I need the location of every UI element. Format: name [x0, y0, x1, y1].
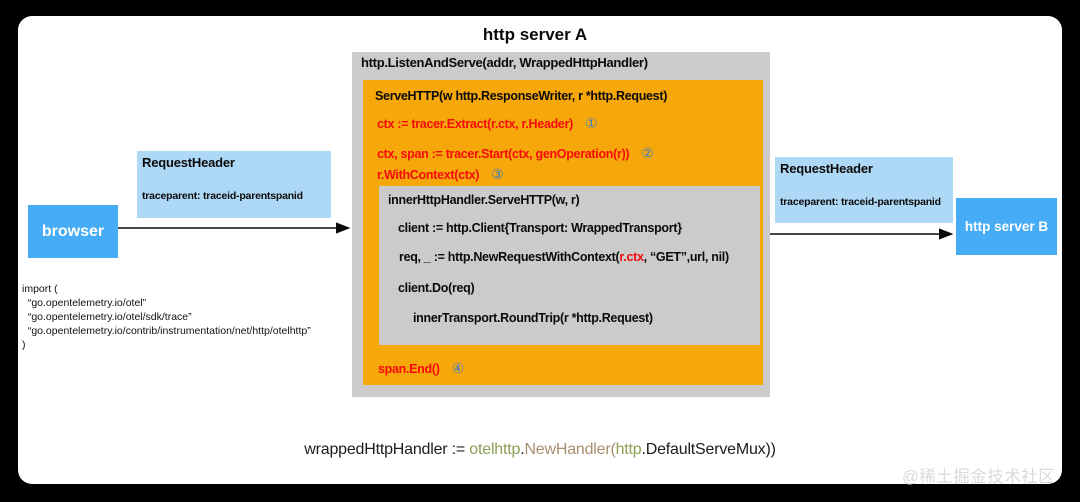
with-context-text: r.WithContext(ctx) [377, 168, 480, 182]
serve-http-code: ServeHTTP(w http.ResponseWriter, r *http… [375, 89, 668, 103]
inner-handler-box [379, 186, 760, 345]
go-import-block: import ( “go.opentelemetry.io/otel” “go.… [22, 282, 311, 352]
import-line-otelhttp: “go.opentelemetry.io/contrib/instrumenta… [22, 325, 311, 337]
client-do-code: client.Do(req) [398, 281, 475, 295]
wrapped-handler-assign: wrappedHttpHandler := [304, 441, 470, 458]
default-serve-mux: .DefaultServeMux)) [641, 441, 776, 458]
browser-label: browser [41, 222, 105, 240]
request-header-right-box: RequestHeader traceparent: traceid-paren… [775, 157, 953, 223]
new-handler-call: NewHandler( [524, 441, 616, 458]
trace-extract-code: ctx := tracer.Extract(r.ctx, r.Header) ① [377, 115, 598, 132]
span-end-text: span.End() [378, 362, 440, 376]
dot-separator: . [520, 441, 525, 458]
http-server-b-label: http server B [964, 219, 1049, 234]
juejin-watermark: @稀土掘金技术社区 [902, 468, 1056, 486]
wrapped-handler-code: wrappedHttpHandler := otelhttp.NewHandle… [0, 441, 1080, 459]
trace-start-code: ctx, span := tracer.Start(ctx, genOperat… [377, 145, 654, 162]
with-context-code: r.WithContext(ctx) ③ [377, 166, 504, 183]
span-end-code: span.End() ④ [378, 360, 464, 377]
inner-serve-http-code: innerHttpHandler.ServeHTTP(w, r) [388, 193, 580, 207]
new-request-rctx-highlight: r.ctx [619, 250, 644, 264]
new-request-suffix: , “GET”,url, nil) [643, 250, 729, 264]
client-init-code: client := http.Client{Transport: Wrapped… [398, 221, 682, 235]
round-trip-code: innerTransport.RoundTrip(r *http.Request… [413, 311, 653, 325]
traceparent-right-value: traceparent: traceid-parentspanid [780, 196, 941, 208]
request-header-right-title: RequestHeader [780, 161, 873, 176]
request-header-left-box: RequestHeader traceparent: traceid-paren… [137, 151, 331, 218]
new-request-prefix: req, _ := http.NewRequestWithContext( [399, 250, 620, 264]
trace-start-text: ctx, span := tracer.Start(ctx, genOperat… [377, 147, 630, 161]
import-line-sdk-trace: “go.opentelemetry.io/otel/sdk/trace” [22, 311, 192, 323]
listen-and-serve-code: http.ListenAndServe(addr, WrappedHttpHan… [361, 55, 648, 70]
import-line-otel: “go.opentelemetry.io/otel” [22, 297, 147, 309]
new-request-code: req, _ := http.NewRequestWithContext(r.c… [399, 250, 729, 264]
otelhttp-package: otelhttp [469, 441, 521, 458]
traceparent-left-value: traceparent: traceid-parentspanid [142, 190, 303, 202]
step-4-marker: ④ [451, 360, 465, 376]
import-line-close: ) [22, 339, 26, 351]
step-1-marker: ① [585, 115, 598, 131]
trace-extract-text: ctx := tracer.Extract(r.ctx, r.Header) [377, 117, 574, 131]
request-header-left-title: RequestHeader [142, 155, 235, 170]
browser-node: browser [28, 205, 118, 258]
import-line-open: import ( [22, 283, 58, 295]
step-3-marker: ③ [491, 166, 504, 182]
page-title: http server A [482, 25, 588, 44]
step-2-marker: ② [641, 145, 654, 161]
http-package: http [615, 441, 642, 458]
http-server-b-node: http server B [956, 198, 1057, 255]
